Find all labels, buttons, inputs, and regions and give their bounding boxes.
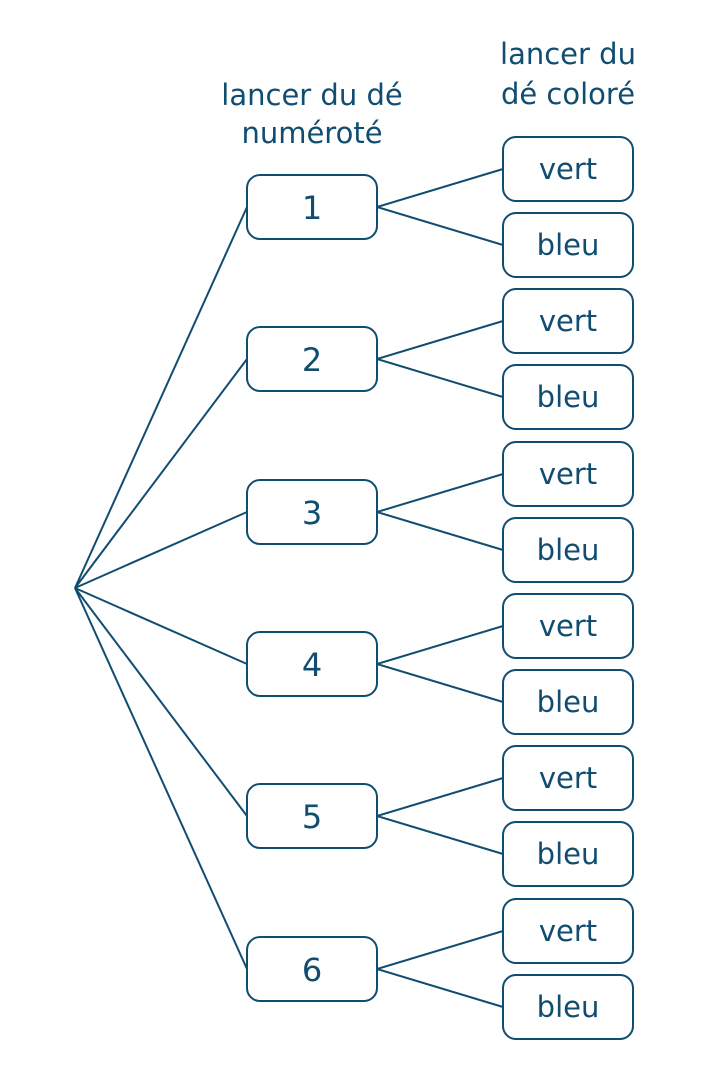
node-number-box	[246, 936, 378, 1002]
tree-edges	[74, 168, 504, 1008]
edge-2-bleu	[376, 358, 504, 398]
header-numbered-die-line1: lancer du dé	[221, 78, 402, 112]
node-color-box	[502, 974, 634, 1040]
node-color-box	[502, 745, 634, 811]
node-number-box	[246, 174, 378, 240]
node-color-box	[502, 898, 634, 964]
node-color-4-vert: vert	[502, 593, 634, 659]
node-color-label: bleu	[537, 533, 600, 567]
node-color-6-vert: vert	[502, 898, 634, 964]
node-color-box	[502, 212, 634, 278]
edge-root-1	[74, 206, 248, 589]
header-colored-die-line1: lancer du	[500, 37, 636, 71]
edge-1-vert	[376, 168, 504, 208]
edge-5-vert	[376, 777, 504, 817]
node-color-label: vert	[539, 761, 597, 795]
header-colored-die: lancer du dé coloré	[500, 37, 636, 111]
node-number-4: 4	[246, 631, 378, 697]
node-color-label: bleu	[537, 990, 600, 1024]
node-number-label: 1	[302, 189, 322, 227]
node-color-label: vert	[539, 457, 597, 491]
node-color-box	[502, 364, 634, 430]
node-color-3-vert: vert	[502, 441, 634, 507]
node-color-5-vert: vert	[502, 745, 634, 811]
node-color-1-bleu: bleu	[502, 212, 634, 278]
edge-1-bleu	[376, 206, 504, 246]
node-color-box	[502, 136, 634, 202]
node-number-5: 5	[246, 783, 378, 849]
node-color-1-vert: vert	[502, 136, 634, 202]
node-number-2: 2	[246, 326, 378, 392]
header-numbered-die-line2: numéroté	[241, 116, 382, 150]
node-number-label: 3	[302, 494, 322, 532]
node-color-label: vert	[539, 152, 597, 186]
edge-3-vert	[376, 473, 504, 513]
node-color-label: bleu	[537, 837, 600, 871]
node-color-4-bleu: bleu	[502, 669, 634, 735]
node-number-box	[246, 783, 378, 849]
edge-root-2	[74, 358, 248, 589]
node-number-1: 1	[246, 174, 378, 240]
node-color-label: vert	[539, 914, 597, 948]
edge-6-bleu	[376, 968, 504, 1008]
node-number-label: 6	[302, 951, 322, 989]
node-color-3-bleu: bleu	[502, 517, 634, 583]
node-color-label: bleu	[537, 380, 600, 414]
edge-4-vert	[376, 625, 504, 665]
edge-6-vert	[376, 930, 504, 970]
node-color-label: vert	[539, 609, 597, 643]
node-number-label: 2	[302, 341, 322, 379]
edge-root-4	[74, 587, 248, 665]
node-color-label: vert	[539, 304, 597, 338]
node-color-box	[502, 517, 634, 583]
header-numbered-die: lancer du dé numéroté	[221, 78, 402, 150]
node-color-box	[502, 593, 634, 659]
node-number-6: 6	[246, 936, 378, 1002]
node-color-2-vert: vert	[502, 288, 634, 354]
node-number-box	[246, 631, 378, 697]
edge-2-vert	[376, 320, 504, 360]
node-color-box	[502, 288, 634, 354]
edge-root-6	[74, 587, 248, 970]
header-colored-die-line2: dé coloré	[501, 77, 635, 111]
edge-root-3	[74, 511, 248, 589]
node-color-2-bleu: bleu	[502, 364, 634, 430]
edge-3-bleu	[376, 511, 504, 551]
edge-4-bleu	[376, 663, 504, 703]
node-number-3: 3	[246, 479, 378, 545]
node-color-5-bleu: bleu	[502, 821, 634, 887]
node-number-box	[246, 326, 378, 392]
node-color-box	[502, 441, 634, 507]
node-color-label: bleu	[537, 685, 600, 719]
node-color-6-bleu: bleu	[502, 974, 634, 1040]
edge-root-5	[74, 587, 248, 817]
node-number-label: 5	[302, 798, 322, 836]
node-color-box	[502, 669, 634, 735]
node-color-label: bleu	[537, 228, 600, 262]
node-number-box	[246, 479, 378, 545]
node-number-label: 4	[302, 646, 322, 684]
node-color-box	[502, 821, 634, 887]
edge-5-bleu	[376, 815, 504, 855]
